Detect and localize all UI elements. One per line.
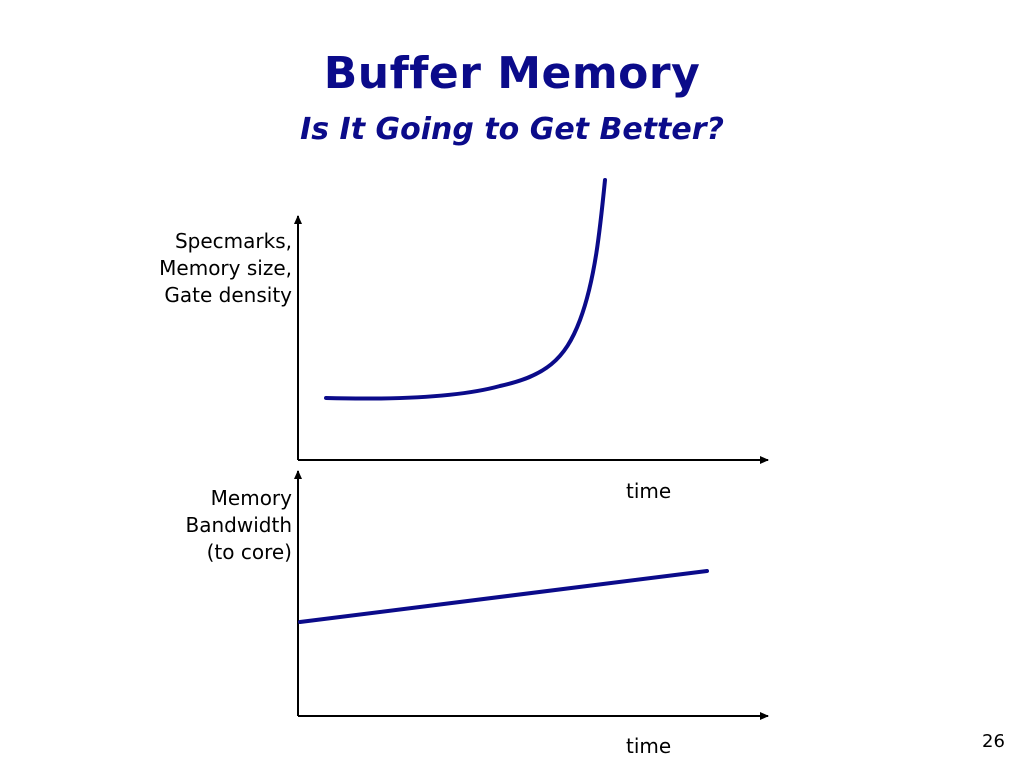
slide-title: Buffer Memory	[323, 48, 701, 99]
top-plot-y-label-line: Gate density	[164, 283, 292, 307]
bottom-plot-y-label-line: Memory	[210, 486, 292, 510]
top-plot-y-label-line: Specmarks,	[174, 229, 292, 253]
bottom-plot-y-label-line: (to core)	[206, 540, 292, 564]
top-plot-x-axis-label: time	[626, 479, 672, 503]
bottom-plot-x-axis-label: time	[626, 734, 672, 758]
page-number: 26	[982, 731, 1005, 752]
bottom-plot-y-label-line: Bandwidth	[185, 513, 292, 537]
slide-subtitle: Is It Going to Get Better?	[300, 112, 724, 147]
top-plot-y-axis-label: Specmarks, Memory size, Gate density	[159, 228, 292, 309]
bottom-plot-y-axis-label: Memory Bandwidth (to core)	[186, 485, 292, 566]
bottom-plot-linear-line	[298, 569, 709, 624]
top-plot-exponential-curve	[324, 178, 607, 401]
top-plot-y-label-line: Memory size,	[159, 256, 292, 280]
